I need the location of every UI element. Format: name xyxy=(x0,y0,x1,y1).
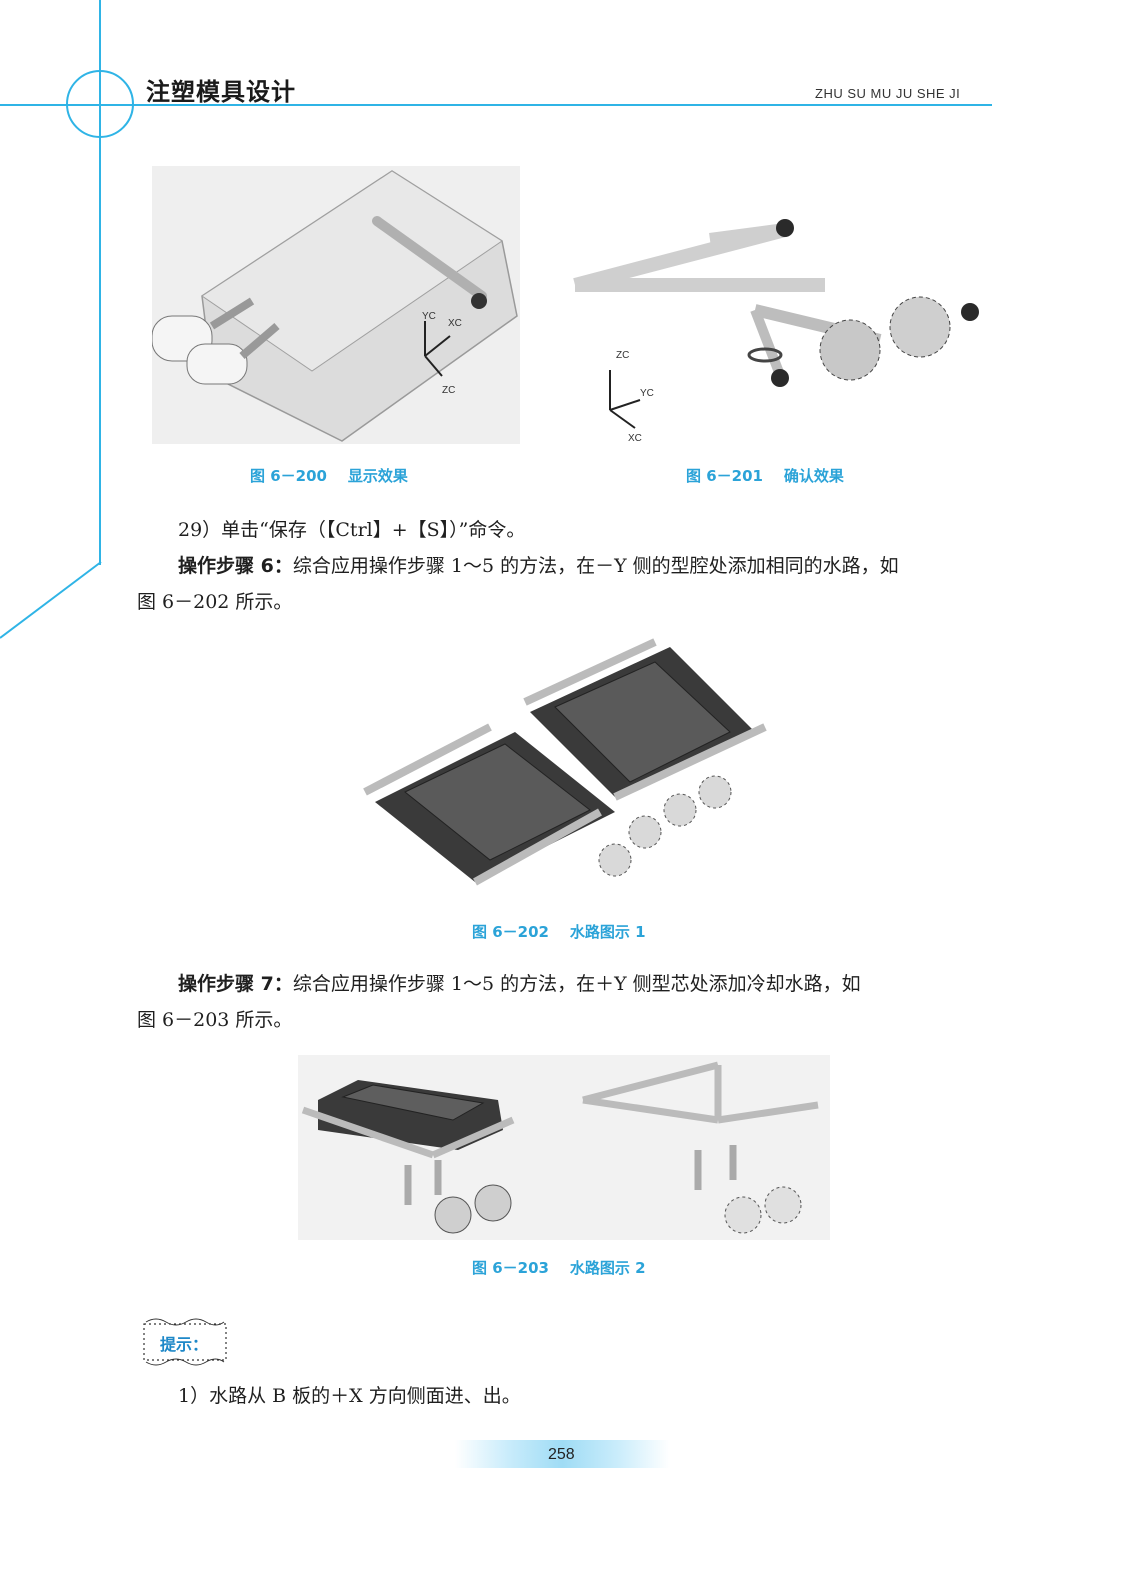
page-number: 258 xyxy=(548,1446,575,1463)
tip-ornament-frame xyxy=(143,1318,227,1366)
book-title-pinyin: ZHU SU MU JU SHE JI xyxy=(815,86,961,101)
axis-label-zc: ZC xyxy=(442,385,455,396)
step-6-line-1: 操作步骤 6：综合应用操作步骤 1～5 的方法，在－Y 侧的型腔处添加相同的水路… xyxy=(178,548,899,584)
figure-6-200-image: YC XC ZC xyxy=(151,166,520,444)
figure-6-200-caption: 图 6－200 显示效果 xyxy=(250,467,408,485)
book-title: 注塑模具设计 xyxy=(146,78,296,106)
step-6-line-2: 图 6－202 所示。 xyxy=(137,591,293,613)
step-7-line-2: 图 6－203 所示。 xyxy=(137,1009,293,1031)
header-rule xyxy=(0,104,992,106)
step-29-text: 29）单击“保存（【Ctrl】+【S】）”命令。 xyxy=(178,519,526,541)
figure-6-203-caption: 图 6－203 水路图示 2 xyxy=(472,1259,646,1277)
header-circle-ornament xyxy=(66,70,134,138)
page-number-band xyxy=(455,1440,670,1468)
axis-label-xc: XC xyxy=(628,433,642,444)
step-7-line-1: 操作步骤 7：综合应用操作步骤 1～5 的方法，在＋Y 侧型芯处添加冷却水路，如 xyxy=(178,966,861,1002)
left-diagonal-rule xyxy=(0,561,102,639)
axis-label-xc: XC xyxy=(448,318,462,329)
figure-6-201-image: ZC YC XC xyxy=(560,210,980,448)
step-6-label: 操作步骤 6： xyxy=(178,555,293,577)
figure-6-202-image xyxy=(355,632,775,900)
step-6-text: 综合应用操作步骤 1～5 的方法，在－Y 侧的型腔处添加相同的水路，如 xyxy=(292,555,899,577)
step-7-text: 综合应用操作步骤 1～5 的方法，在＋Y 侧型芯处添加冷却水路，如 xyxy=(292,973,861,995)
figure-6-203-image xyxy=(298,1055,830,1240)
step-7-label: 操作步骤 7： xyxy=(178,973,293,995)
axis-label-yc: YC xyxy=(422,311,436,322)
tip-item-1: 1）水路从 B 板的＋X 方向侧面进、出。 xyxy=(178,1385,521,1407)
axis-label-yc: YC xyxy=(640,388,654,399)
tip-label: 提示： xyxy=(160,1335,209,1354)
figure-6-202-caption: 图 6－202 水路图示 1 xyxy=(472,923,646,941)
figure-6-201-caption: 图 6－201 确认效果 xyxy=(686,467,844,485)
left-vertical-rule xyxy=(99,0,101,565)
axis-label-zc: ZC xyxy=(616,350,629,361)
